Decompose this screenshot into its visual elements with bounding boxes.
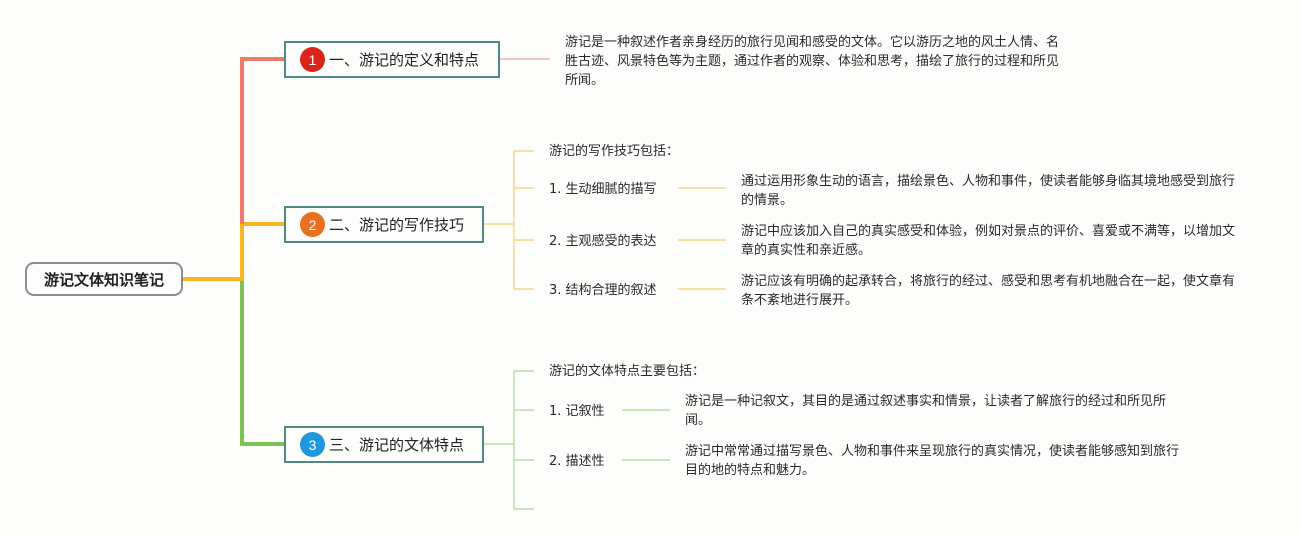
writing-skill-label-2[interactable]: 2. 主观感受的表达: [549, 234, 657, 249]
branch-node-definition[interactable]: 1 一、游记的定义和特点: [284, 41, 500, 78]
writing-skill-detail-3: 游记应该有明确的起承转合，将旅行的经过、感受和思考有机地融合在一起，使文章有条不…: [741, 274, 1236, 308]
writing-skill-label-3[interactable]: 3. 结构合理的叙述: [549, 283, 657, 298]
branch-node-writing-skills[interactable]: 2 二、游记的写作技巧: [284, 206, 484, 243]
writing-skill-label-1[interactable]: 1. 生动细腻的描写: [549, 182, 657, 197]
writing-skill-detail-2: 游记中应该加入自己的真实感受和体验，例如对景点的评价、喜爱或不满等，以增加文章的…: [741, 224, 1236, 258]
connector-root-to-branch-3: [183, 277, 285, 446]
style-feature-detail-2: 游记中常常通过描写景色、人物和事件来呈现旅行的真实情况，使读者能够感知到旅行目的…: [685, 444, 1180, 478]
number-badge-3: 3: [300, 432, 325, 457]
branch-title: 二、游记的写作技巧: [329, 216, 465, 234]
number-badge-2: 2: [300, 212, 325, 237]
branch-node-style-features[interactable]: 3 三、游记的文体特点: [284, 426, 484, 463]
style-feature-detail-1: 游记是一种记叙文，其目的是通过叙述事实和情景，让读者了解旅行的经过和所见所闻。: [685, 394, 1167, 428]
style-features-intro: 游记的文体特点主要包括：: [549, 364, 706, 379]
style-feature-label-1[interactable]: 1. 记叙性: [549, 404, 605, 419]
connector-root-to-branch-2: [183, 222, 285, 281]
branch-title: 三、游记的文体特点: [329, 436, 465, 454]
root-node[interactable]: 游记文体知识笔记: [25, 262, 183, 296]
root-title: 游记文体知识笔记: [43, 270, 164, 289]
style-feature-label-2[interactable]: 2. 描述性: [549, 454, 605, 469]
writing-skills-intro: 游记的写作技巧包括：: [549, 144, 680, 159]
branch-title: 一、游记的定义和特点: [329, 51, 480, 69]
definition-note: 游记是一种叙述作者亲身经历的旅行见闻和感受的文体。它以游历之地的风土人情、名胜古…: [565, 35, 1060, 88]
number-badge-1: 1: [300, 47, 325, 72]
writing-skill-detail-1: 通过运用形象生动的语言，描绘景色、人物和事件，使读者能够身临其境地感受到旅行的情…: [741, 174, 1236, 208]
connector-root-to-branch-1: [240, 57, 285, 224]
